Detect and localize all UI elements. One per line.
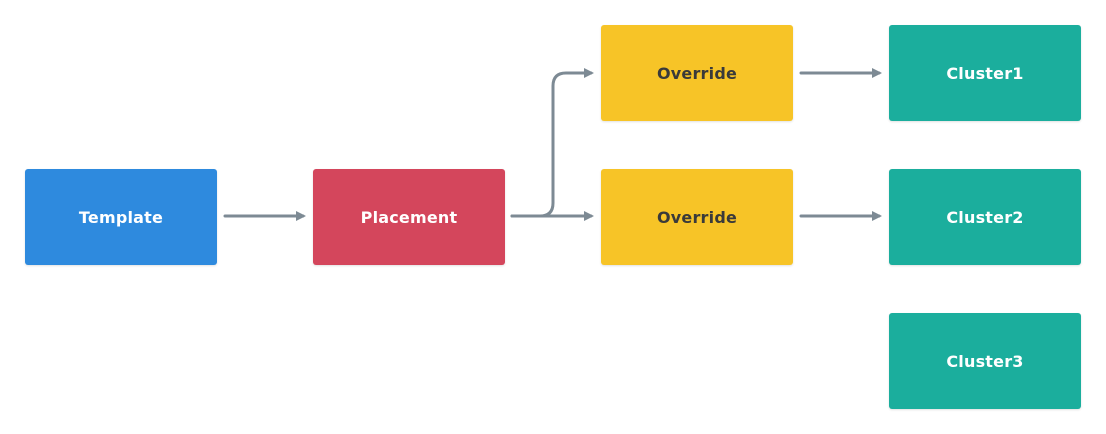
placement-node-label: Placement <box>360 207 458 227</box>
cluster2-node-label: Cluster2 <box>946 207 1024 227</box>
cluster2-node[interactable]: Cluster2 <box>889 169 1081 265</box>
template-node-label: Template <box>78 207 164 227</box>
template-node[interactable]: Template <box>25 169 217 265</box>
edge-placement-to-override-1 <box>510 68 594 218</box>
cluster1-node-label: Cluster1 <box>946 63 1024 83</box>
cluster3-node-label: Cluster3 <box>946 351 1024 371</box>
override-node-1[interactable]: Override <box>601 25 793 121</box>
override-node-2[interactable]: Override <box>601 169 793 265</box>
override-node-1-label: Override <box>656 63 738 83</box>
cluster1-node[interactable]: Cluster1 <box>889 25 1081 121</box>
cluster3-node[interactable]: Cluster3 <box>889 313 1081 409</box>
placement-node[interactable]: Placement <box>313 169 505 265</box>
override-node-2-label: Override <box>656 207 738 227</box>
